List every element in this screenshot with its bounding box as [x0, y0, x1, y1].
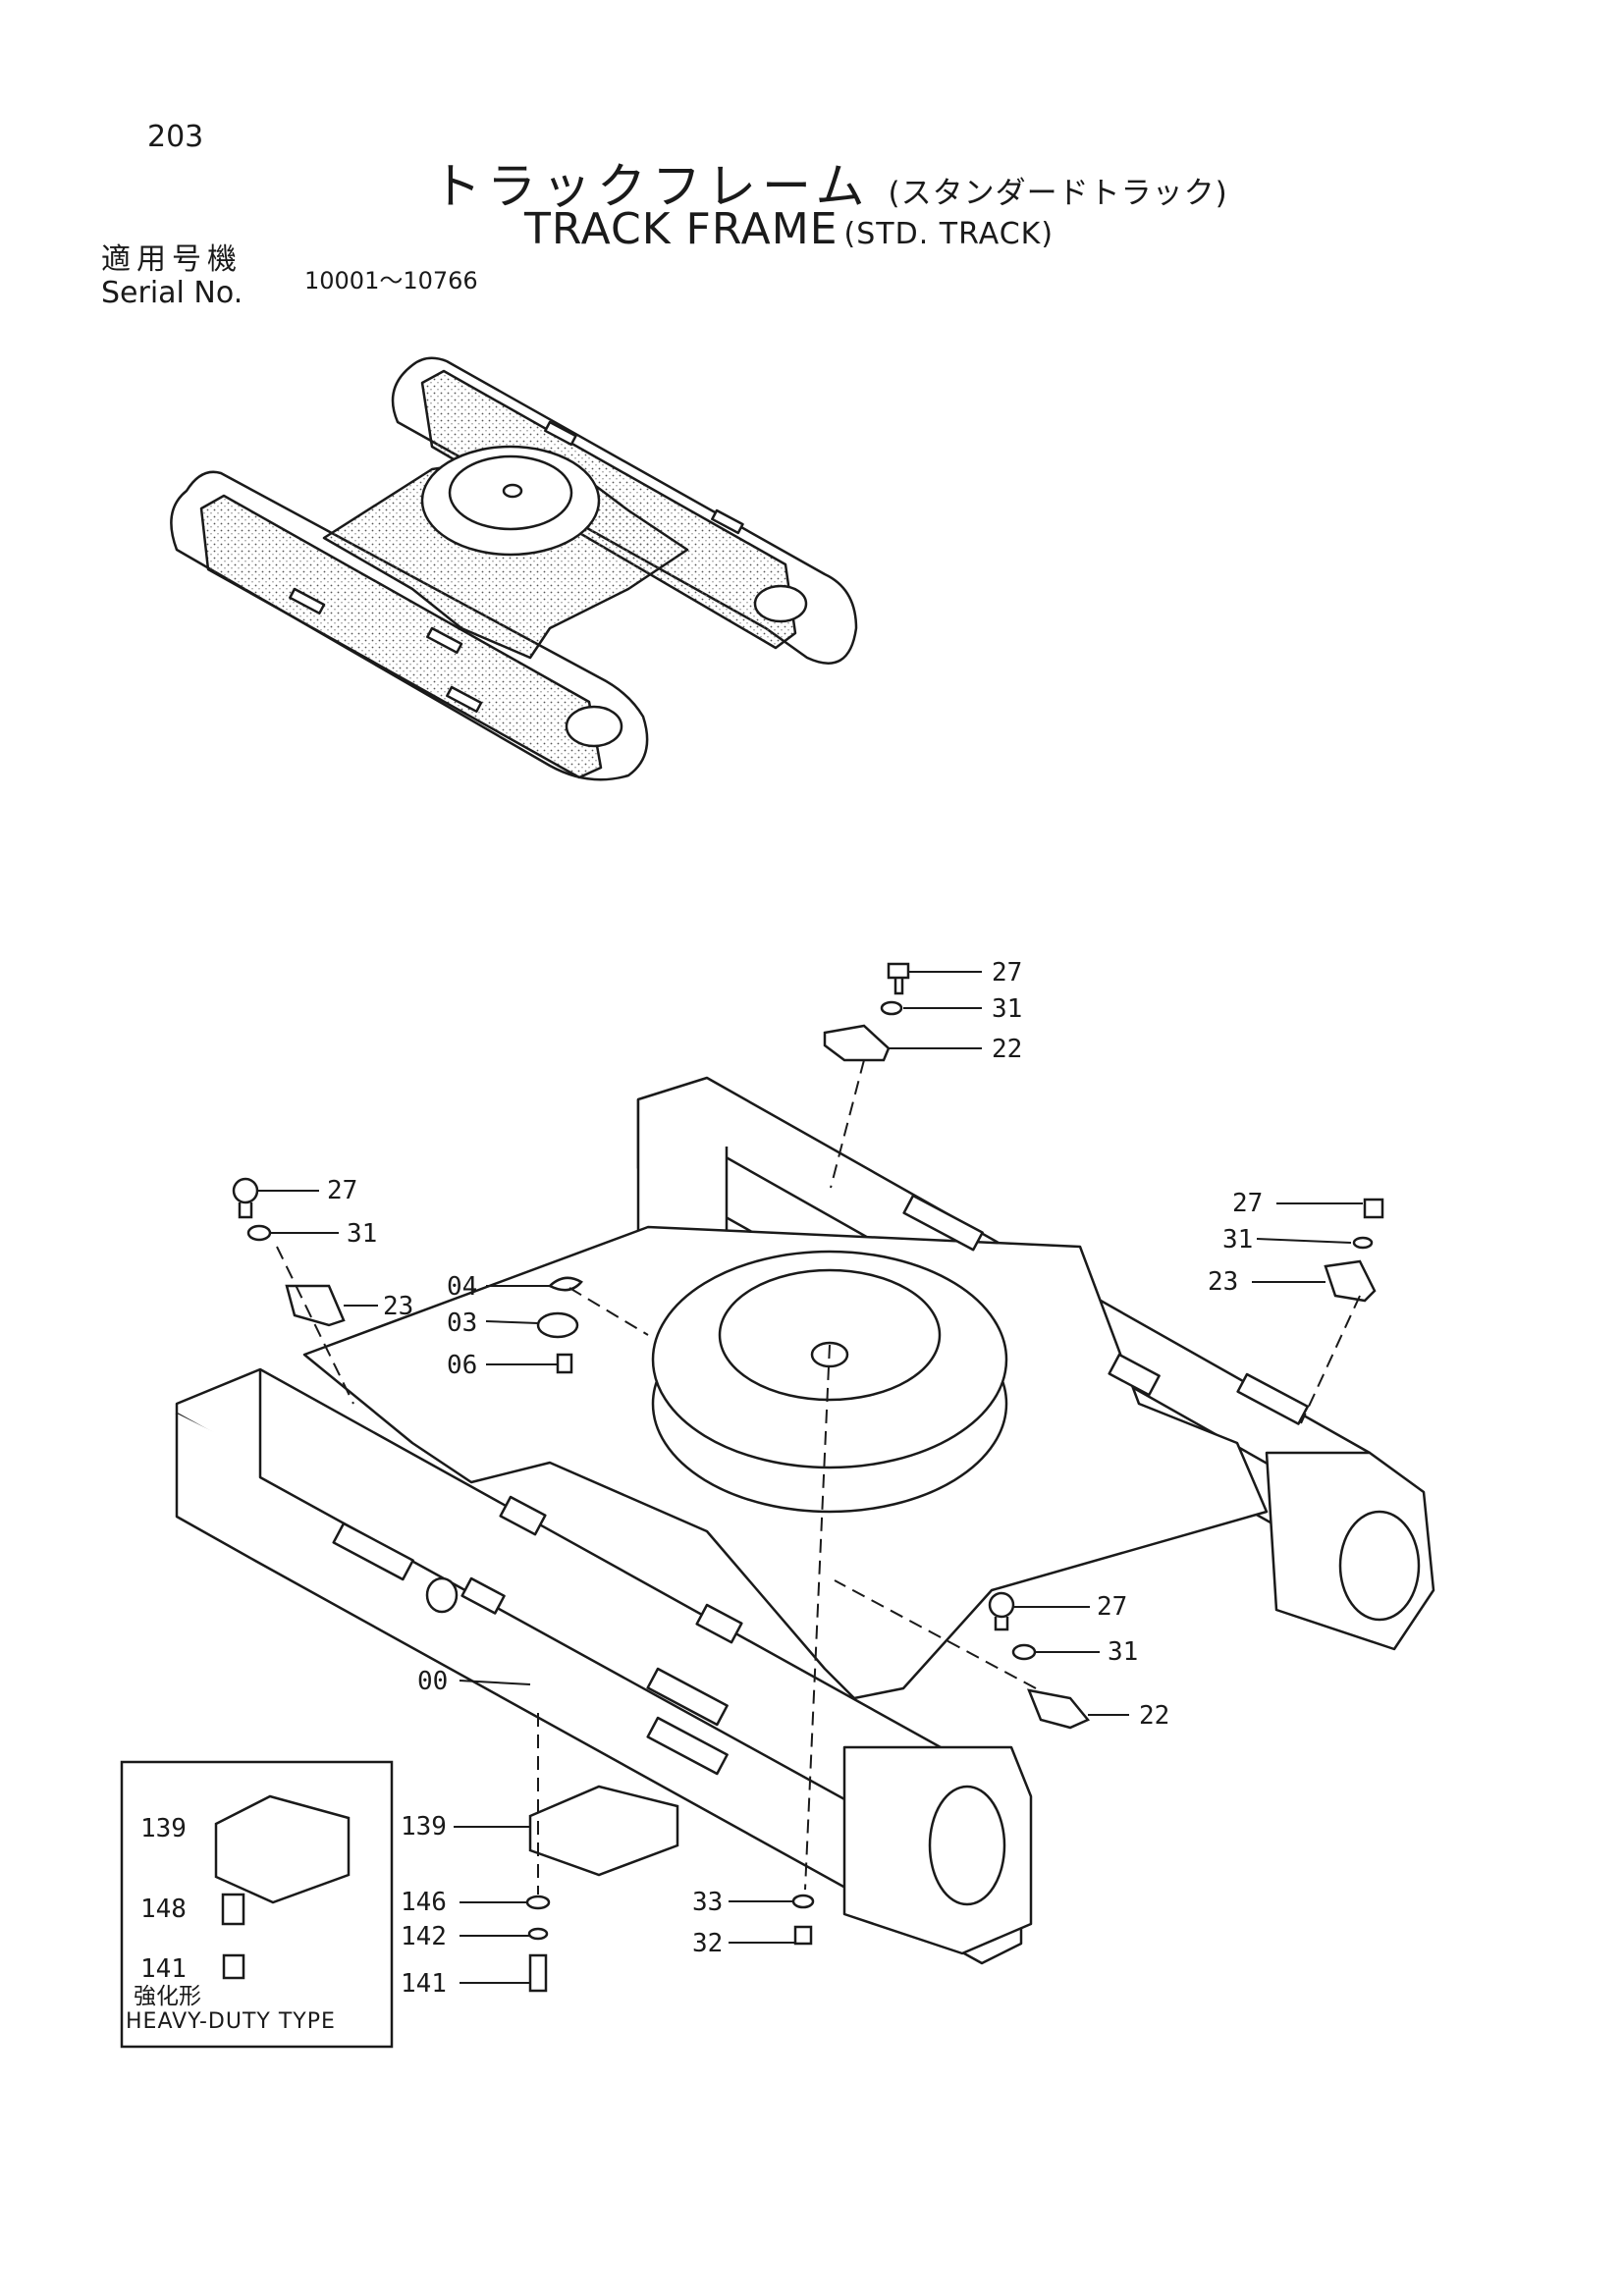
heavy-duty-inset [120, 1760, 394, 2049]
callout-141: 141 [401, 1969, 447, 1999]
callout-27: 27 [1232, 1189, 1264, 1218]
callout-148: 148 [140, 1895, 187, 1924]
center-pad-1 [499, 1495, 547, 1536]
callout-04: 04 [447, 1272, 478, 1302]
rear-idler-bore [1338, 1510, 1421, 1622]
callout-27: 27 [1097, 1592, 1128, 1622]
callout-22: 22 [1139, 1701, 1170, 1731]
bolt-27-left [232, 1177, 259, 1204]
callout-33: 33 [692, 1888, 724, 1917]
main-track-frame [175, 1076, 1435, 1965]
part-04 [547, 1276, 583, 1292]
washer-31-top [880, 1000, 903, 1016]
front-pad-2 [460, 1576, 506, 1615]
callout-31: 31 [1108, 1637, 1139, 1667]
callout-23: 23 [383, 1292, 414, 1321]
callout-27: 27 [992, 958, 1023, 988]
swing-circle-inner [718, 1268, 942, 1402]
callout-27: 27 [327, 1176, 358, 1205]
callout-31: 31 [1222, 1225, 1254, 1255]
rear-pad-1 [902, 1194, 984, 1252]
bolt-27-right [1363, 1198, 1384, 1219]
overview-pad-5 [711, 508, 744, 535]
overview-pad-1 [289, 587, 326, 615]
guide-22-top [823, 1024, 891, 1062]
callout-139: 139 [140, 1814, 187, 1843]
bolt-141-heavy [222, 1953, 245, 1980]
callout-146: 146 [401, 1888, 447, 1917]
title-jp-main: トラックフレーム [432, 158, 871, 215]
callout-142: 142 [401, 1922, 447, 1951]
front-pad-1 [332, 1522, 414, 1581]
washer-33 [791, 1894, 815, 1909]
plate-03 [536, 1311, 579, 1339]
page-title-jp: トラックフレーム (スタンダードトラック) [432, 147, 1228, 218]
bolt-27-top [887, 962, 910, 995]
guide-22-lower [1026, 1688, 1091, 1730]
bolt-32 [793, 1925, 813, 1946]
spacer-148 [221, 1893, 245, 1926]
serial-label-en: Serial No. [101, 276, 243, 310]
dashed-guide-lines [276, 1059, 1361, 1895]
overview-front-side-frame [199, 494, 603, 779]
overview-front-idler-boss [565, 705, 623, 748]
inset-label-jp: 強化形 [134, 1984, 201, 2009]
front-side-frame-inner [258, 1369, 983, 1877]
front-frame-hole [425, 1576, 459, 1614]
bolt-27-lower [988, 1591, 1015, 1619]
front-idler-bore [928, 1785, 1006, 1906]
guide-23-left [285, 1284, 346, 1327]
overview-rear-idler-boss [753, 584, 808, 623]
callout-32: 32 [692, 1929, 724, 1958]
overview-swing-center-hole [502, 483, 523, 499]
bracket-139-std [528, 1785, 679, 1877]
overview-illustration [170, 356, 858, 781]
bolt-141 [528, 1953, 548, 1993]
callout-00: 00 [417, 1667, 449, 1696]
page-number: 203 [147, 120, 204, 154]
title-en-subtitle: (STD. TRACK) [843, 217, 1055, 251]
page-title-en: TRACK FRAME(STD. TRACK) [524, 204, 1054, 254]
exploded-parts [232, 962, 1384, 1993]
overview-pad-3 [446, 685, 483, 714]
serial-range: 10001～10766 [304, 267, 478, 294]
guide-23-right [1324, 1259, 1377, 1303]
center-pad-2 [695, 1603, 743, 1644]
bracket-139-heavy [214, 1794, 351, 1904]
title-jp-subtitle: (スタンダードトラック) [888, 176, 1228, 211]
washer-142 [527, 1927, 549, 1941]
callout-22: 22 [992, 1035, 1023, 1064]
front-pad-3 [646, 1667, 729, 1727]
washer-146 [525, 1895, 551, 1910]
rear-pad-2 [1108, 1353, 1161, 1397]
serial-label-jp: 適用号機 [101, 242, 243, 277]
callout-31: 31 [992, 994, 1023, 1024]
washer-31-left [246, 1224, 272, 1242]
bolt-06 [556, 1353, 573, 1374]
overview-pad-4 [544, 420, 577, 447]
inset-label-en: HEAVY-DUTY TYPE [126, 2009, 336, 2034]
rear-pad-3 [1236, 1372, 1310, 1425]
callout-03: 03 [447, 1308, 478, 1338]
title-en-main: TRACK FRAME [524, 204, 839, 254]
overview-pad-2 [426, 626, 463, 655]
washer-31-lower [1011, 1643, 1037, 1661]
callout-141: 141 [140, 1954, 187, 1984]
callout-139: 139 [401, 1812, 447, 1842]
washer-31-right [1352, 1236, 1374, 1250]
callout-31: 31 [347, 1219, 378, 1249]
callout-06: 06 [447, 1351, 478, 1380]
callout-23: 23 [1208, 1267, 1239, 1297]
front-pad-4 [646, 1716, 729, 1776]
